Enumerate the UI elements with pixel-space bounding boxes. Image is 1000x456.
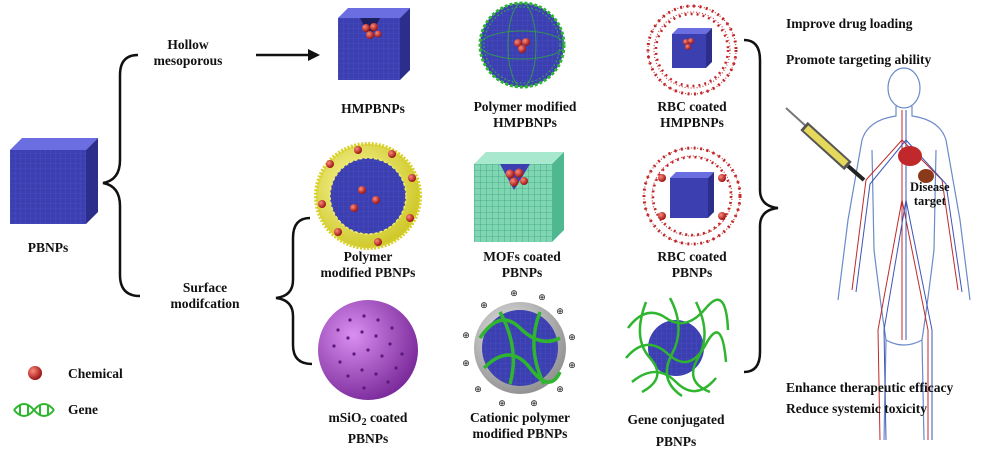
cationic-pbnps-sphere: ⊕ ⊕ ⊕ ⊕ ⊕ ⊕ ⊕ ⊕ ⊕ ⊕ ⊕ ⊕ bbox=[462, 289, 576, 409]
pbnps-label: PBNPs bbox=[10, 240, 86, 256]
chemical-legend-label: Chemical bbox=[68, 366, 123, 382]
benefit-4: Reduce systemic toxicity bbox=[786, 401, 927, 417]
svg-text:⊕: ⊕ bbox=[568, 361, 576, 371]
benefit-3: Enhance therapeutic efficacy bbox=[786, 380, 953, 396]
surface-line2: modifcation bbox=[150, 296, 260, 312]
surface-line1: Surface bbox=[150, 280, 260, 296]
polymer-hmpbnps-line2: HMPBNPs bbox=[460, 115, 590, 131]
gene-pbnps-line1: Gene conjugated bbox=[616, 412, 736, 428]
polymer-hmpbnps-label: Polymer modified HMPBNPs bbox=[460, 99, 590, 131]
heart-icon bbox=[898, 146, 922, 166]
hollow-line1: Hollow bbox=[138, 37, 238, 53]
hollow-line2: mesoporous bbox=[138, 53, 238, 69]
svg-text:⊕: ⊕ bbox=[510, 289, 518, 299]
hmpbnps-cube bbox=[338, 8, 410, 80]
rbc-hmpbnps-line1: RBC coated bbox=[637, 99, 747, 115]
svg-text:⊕: ⊕ bbox=[462, 331, 470, 341]
svg-text:⊕: ⊕ bbox=[530, 399, 538, 409]
rbc-pbnps-label: RBC coated PBNPs bbox=[637, 249, 747, 281]
arrow-head bbox=[308, 49, 320, 61]
gene-legend-icon bbox=[14, 404, 54, 416]
svg-text:⊕: ⊕ bbox=[556, 385, 564, 395]
polymer-pbnps-line1: Polymer bbox=[313, 249, 423, 265]
syringe-icon bbox=[786, 108, 864, 180]
chemical-legend-icon bbox=[28, 366, 42, 380]
msio2-pbnps-line2: PBNPs bbox=[313, 431, 423, 447]
polymer-hmpbnps-sphere bbox=[480, 3, 564, 87]
pbnps-cube bbox=[10, 138, 98, 224]
gene-pbnps-line2: PBNPs bbox=[616, 434, 736, 450]
cationic-pbnps-line1: Cationic polymer bbox=[455, 410, 585, 426]
mofs-pbnps-cube bbox=[474, 152, 564, 242]
disease-target-line1: Disease bbox=[910, 180, 950, 194]
msio2-prefix: mSiO bbox=[329, 410, 362, 425]
svg-text:⊕: ⊕ bbox=[474, 385, 482, 395]
disease-target-line2: target bbox=[910, 194, 950, 208]
cationic-pbnps-line2: modified PBNPs bbox=[455, 426, 585, 442]
rbc-hmpbnps bbox=[648, 6, 736, 94]
disease-target-label: Disease target bbox=[910, 180, 950, 208]
polymer-pbnps-sphere bbox=[316, 144, 420, 248]
rbc-pbnps bbox=[644, 148, 740, 244]
surface-branch-label: Surface modifcation bbox=[150, 280, 260, 312]
svg-text:⊕: ⊕ bbox=[568, 333, 576, 343]
mofs-pbnps-label: MOFs coated PBNPs bbox=[462, 249, 582, 281]
svg-text:⊕: ⊕ bbox=[480, 301, 488, 311]
msio2-suffix: coated bbox=[367, 410, 408, 425]
svg-text:⊕: ⊕ bbox=[556, 307, 564, 317]
hollow-branch-label: Hollow mesoporous bbox=[138, 37, 238, 69]
rbc-hmpbnps-label: RBC coated HMPBNPs bbox=[637, 99, 747, 131]
benefit-1: Improve drug loading bbox=[786, 16, 913, 32]
gene-pbnps-label: Gene conjugated PBNPs bbox=[616, 412, 736, 450]
polymer-hmpbnps-line1: Polymer modified bbox=[460, 99, 590, 115]
msio2-pbnps-sphere bbox=[318, 300, 418, 400]
benefit-2: Promote targeting ability bbox=[786, 52, 931, 68]
polymer-pbnps-line2: modified PBNPs bbox=[313, 265, 423, 281]
gene-pbnps bbox=[626, 298, 728, 396]
mofs-pbnps-line1: MOFs coated bbox=[462, 249, 582, 265]
hmpbnps-label: HMPBNPs bbox=[318, 101, 428, 117]
mofs-pbnps-line2: PBNPs bbox=[462, 265, 582, 281]
svg-text:⊕: ⊕ bbox=[538, 293, 546, 303]
rbc-hmpbnps-line2: HMPBNPs bbox=[637, 115, 747, 131]
svg-text:⊕: ⊕ bbox=[462, 359, 470, 369]
rbc-pbnps-line2: PBNPs bbox=[637, 265, 747, 281]
cationic-pbnps-label: Cationic polymer modified PBNPs bbox=[455, 410, 585, 442]
svg-text:⊕: ⊕ bbox=[498, 399, 506, 409]
rbc-pbnps-line1: RBC coated bbox=[637, 249, 747, 265]
gene-legend-label: Gene bbox=[68, 402, 98, 418]
polymer-pbnps-label: Polymer modified PBNPs bbox=[313, 249, 423, 281]
msio2-pbnps-label: mSiO2 coated PBNPs bbox=[313, 410, 423, 447]
